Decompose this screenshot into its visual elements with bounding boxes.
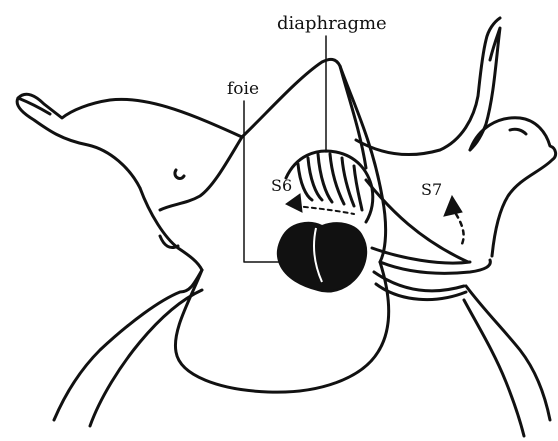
rib-arch-6: [354, 166, 362, 210]
right-tube-3: [376, 284, 466, 300]
foie-label: foie: [227, 81, 259, 98]
s6-arrowhead: [286, 194, 302, 212]
right-head-outline: [470, 118, 556, 256]
abdomen-outline: [175, 262, 388, 392]
diaphragm-curve: [286, 151, 373, 222]
left-hindlimb-outline: [54, 270, 202, 426]
left-forelimb-outline: [17, 94, 242, 188]
rib-arch-5: [342, 158, 354, 206]
right-hindlimb-outline: [464, 286, 550, 436]
s7-arrowhead: [444, 196, 462, 216]
s7-label: S7: [421, 182, 442, 198]
s6-dashed-path: [296, 206, 354, 214]
right-eye-mark: [510, 129, 526, 134]
s6-label: S6: [271, 178, 292, 194]
diaphragme-label: diaphragme: [277, 15, 387, 33]
left-shoulder-fold: [160, 137, 242, 210]
left-nipple: [175, 170, 184, 178]
s7-dashed-path: [456, 214, 464, 244]
